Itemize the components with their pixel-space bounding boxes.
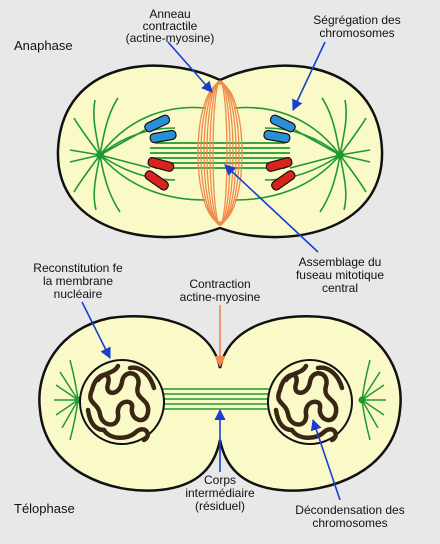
label-contractile-ring: Anneau contractile (actine-myosine) (126, 7, 215, 45)
arrow-segregation (292, 41, 326, 112)
svg-text:contractile: contractile (143, 19, 198, 33)
contractile-ring (197, 80, 243, 226)
chromosome-blue-right-2 (263, 129, 291, 144)
label-chromosome-segregation: Ségrégation des chromosomes (313, 13, 400, 40)
chromatin-left (85, 363, 157, 443)
anaphase-cell (56, 64, 384, 239)
label-decondensation: Décondensation des chromosomes (295, 503, 404, 530)
svg-text:fuseau mitotique: fuseau mitotique (296, 268, 384, 282)
anaphase-spindle-right (234, 97, 371, 213)
chromosome-red-right-2 (271, 170, 296, 191)
stage-label-anaphase: Anaphase (14, 38, 73, 53)
arrow-spindle-assembly (224, 164, 319, 253)
svg-text:Ségrégation des: Ségrégation des (313, 13, 400, 27)
svg-text:Corps: Corps (204, 473, 236, 487)
arrow-nuclear-membrane (81, 301, 111, 360)
svg-text:Décondensation des: Décondensation des (295, 503, 404, 517)
svg-text:Assemblage du: Assemblage du (299, 255, 382, 269)
svg-text:chromosomes: chromosomes (312, 516, 387, 530)
svg-text:central: central (322, 281, 358, 295)
nucleus-left (79, 359, 165, 445)
chromosome-red-left-2 (144, 170, 169, 191)
chromosome-red-right-1 (265, 157, 293, 172)
nucleus-right (267, 359, 353, 445)
label-contraction: Contraction actine-myosine (180, 277, 261, 304)
svg-text:la membrane: la membrane (43, 274, 113, 288)
chromosome-blue-left-1 (144, 114, 171, 133)
arrow-contractile-ring (167, 41, 213, 93)
svg-text:chromosomes: chromosomes (319, 26, 394, 40)
chromosome-red-left-1 (147, 157, 175, 172)
arrows (81, 41, 341, 501)
label-nuclear-membrane: Reconstitution fe la membrane nucléaire (33, 261, 123, 301)
chromatin-right (273, 363, 345, 443)
telophase-spindle-left (54, 359, 79, 441)
anaphase-spindle-left (69, 97, 206, 213)
svg-text:intermédiaire: intermédiaire (185, 486, 255, 500)
svg-text:(résiduel): (résiduel) (195, 499, 245, 513)
anaphase-central-spindle (150, 142, 290, 169)
stage-label-telophase: Télophase (14, 501, 75, 516)
label-spindle-assembly: Assemblage du fuseau mitotique central (296, 255, 384, 295)
svg-text:Anneau: Anneau (149, 7, 190, 21)
svg-text:nucléaire: nucléaire (54, 287, 103, 301)
svg-text:Reconstitution fe: Reconstitution fe (33, 261, 123, 275)
label-midbody: Corps intermédiaire (résiduel) (185, 473, 255, 513)
svg-text:Contraction: Contraction (189, 277, 250, 291)
chromosome-blue-right-1 (269, 114, 296, 133)
telophase-spindle-right (361, 359, 386, 441)
chromosome-blue-left-2 (149, 129, 177, 144)
anaphase-centrosome-right (336, 151, 344, 159)
svg-text:(actine-myosine): (actine-myosine) (126, 31, 215, 45)
arrow-decondensation (310, 418, 341, 501)
anaphase-chromosomes (144, 114, 296, 191)
svg-text:actine-myosine: actine-myosine (180, 290, 261, 304)
telophase-centrosome-right (358, 396, 366, 404)
telophase-cells (38, 315, 402, 492)
anaphase-centrosome-left (96, 151, 104, 159)
